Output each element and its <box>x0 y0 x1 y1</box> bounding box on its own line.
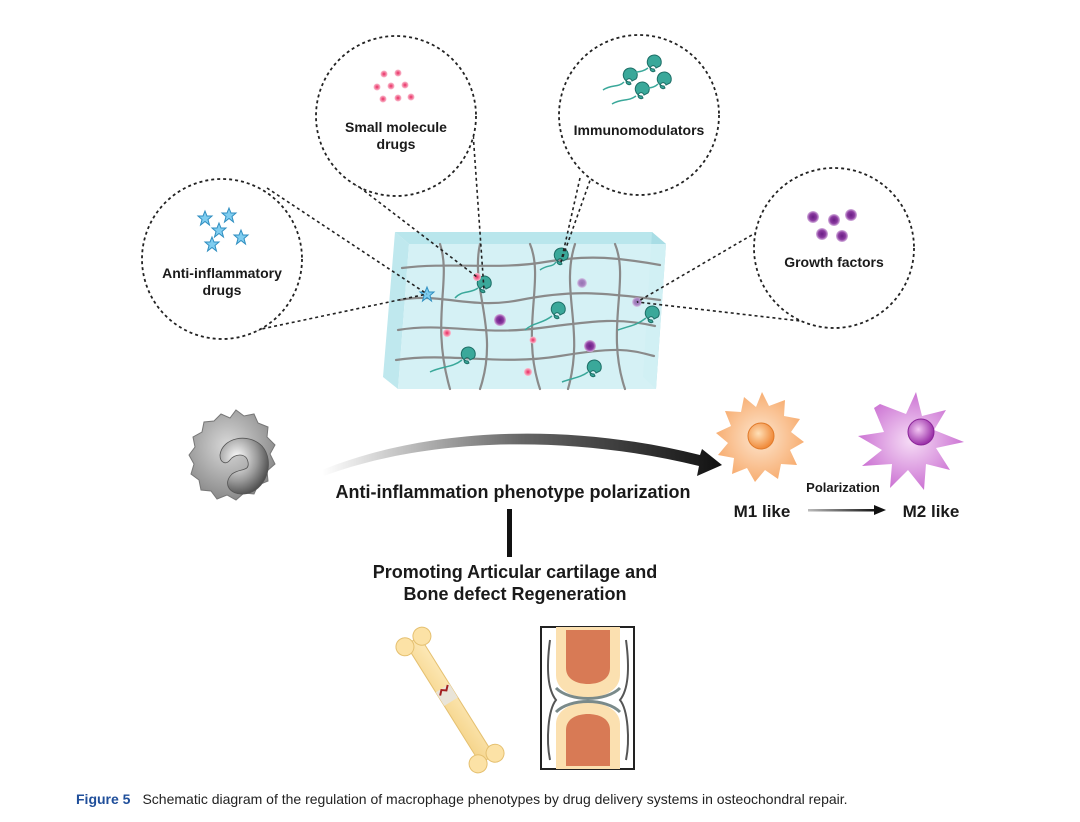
polarization-label: Anti-inflammation phenotype polarization <box>336 482 691 502</box>
anti-inflammatory-label-1: Anti-inflammatory <box>162 265 282 281</box>
small-molecule-particles <box>443 273 537 376</box>
immunomodulator-icons <box>602 54 672 105</box>
m1-macrophage <box>716 392 804 482</box>
long-bone <box>395 626 505 774</box>
growth-factors-label: Growth factors <box>784 254 884 270</box>
knee-joint <box>540 626 635 770</box>
hydrogel-block <box>383 232 666 391</box>
m1-to-m2-arrow <box>808 505 886 515</box>
small-molecule-dots <box>373 69 415 103</box>
polymer-network <box>394 242 662 391</box>
callout-anti-inflammatory-drugs: Anti-inflammatory drugs <box>141 178 303 340</box>
anti-inflammatory-label-2: drugs <box>203 282 242 298</box>
callout-immunomodulators: Immunomodulators <box>558 34 720 196</box>
callout-growth-factors: Growth factors <box>753 167 915 329</box>
outcome-label-2: Bone defect Regeneration <box>403 584 626 604</box>
m2-label: M2 like <box>903 502 960 521</box>
m2-macrophage <box>858 392 964 490</box>
small-molecule-label-1: Small molecule <box>345 119 447 135</box>
callout-small-molecule-drugs: Small molecule drugs <box>315 35 477 197</box>
immunomodulators-label: Immunomodulators <box>574 122 705 138</box>
resting-macrophage <box>188 409 276 501</box>
polarization-arrow <box>322 433 722 476</box>
connector-bar <box>507 509 512 557</box>
m1-label: M1 like <box>734 502 791 521</box>
figure-caption-text: Schematic diagram of the regulation of m… <box>142 791 848 807</box>
figure-number: Figure 5 <box>76 791 131 807</box>
figure-caption: Figure 5 Schematic diagram of the regulat… <box>76 791 848 807</box>
small-molecule-label-2: drugs <box>377 136 416 152</box>
immunomodulator-particles <box>429 247 660 383</box>
growth-factor-dots <box>807 209 857 242</box>
polarization-small-label: Polarization <box>806 480 880 495</box>
outcome-label-1: Promoting Articular cartilage and <box>373 562 657 582</box>
